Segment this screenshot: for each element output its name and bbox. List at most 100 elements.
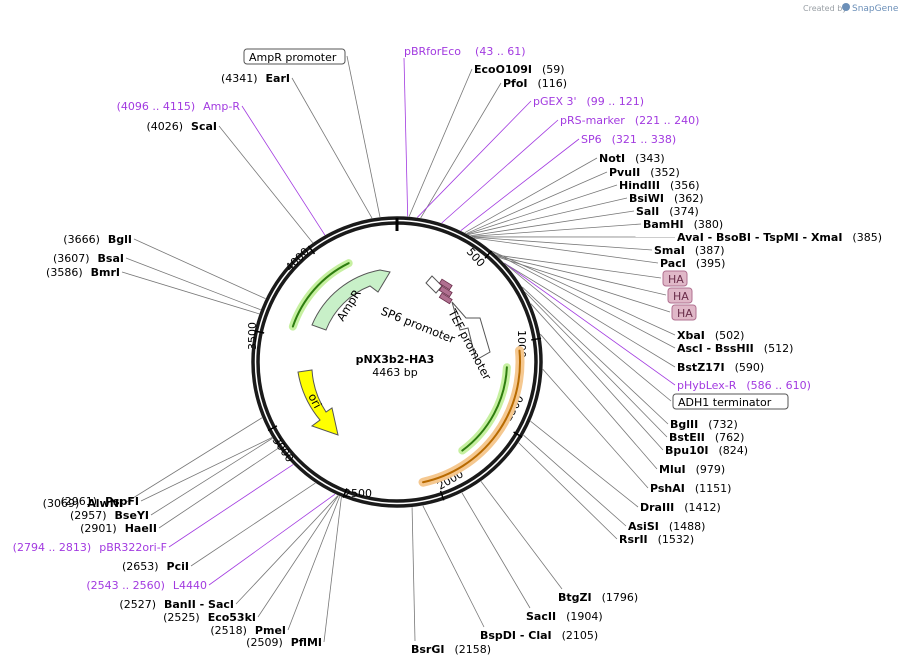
site-label[interactable]: ADH1 terminator	[672, 393, 789, 410]
site-label[interactable]: BtgZI(1796)	[558, 591, 638, 604]
site-label[interactable]: EcoO109I(59)	[474, 63, 565, 76]
site-labels: EcoO109I(59)PfoI(116) pGEX 3'(99 .. 121) p…	[13, 48, 882, 656]
site-label[interactable]: (2509)PflMI	[246, 636, 322, 649]
site-label[interactable]: BstEII(762)	[669, 431, 744, 444]
site-label[interactable]: AsiSI(1488)	[628, 520, 705, 533]
site-label[interactable]: (2961)PspFI	[61, 495, 139, 508]
leader-line	[523, 434, 627, 527]
site-label[interactable]: (2957)BseYI	[70, 509, 149, 522]
leader-line	[521, 286, 669, 425]
site-label[interactable]: PfoI(116)	[503, 77, 567, 90]
site-text: EcoO109I(59)	[474, 63, 565, 76]
site-label[interactable]: (3666)BglI	[63, 233, 132, 246]
site-label[interactable]: AmpR promoter	[243, 48, 346, 65]
leader-line	[323, 496, 342, 643]
feature-box	[662, 270, 688, 287]
site-label[interactable]: HA	[667, 287, 693, 304]
feature-ori[interactable]: ori	[297, 369, 339, 436]
tick-mark	[254, 330, 265, 334]
site-label[interactable]: (2527)BanII - SacI	[119, 598, 234, 611]
site-label[interactable]: (3069)AlwNI	[43, 497, 123, 510]
site-label[interactable]: (2518)PmeI	[210, 624, 286, 637]
arc-feature-green-line	[461, 366, 508, 452]
site-label[interactable]: (4341)EarI	[221, 72, 290, 85]
site-text: PfoI(116)	[503, 77, 567, 90]
site-label[interactable]: HindIII(356)	[619, 179, 700, 192]
site-text: (2794 .. 2813)pBR322ori-F	[13, 541, 167, 554]
site-label[interactable]: RsrII(1532)	[619, 533, 694, 546]
site-label[interactable]: MluI(979)	[659, 463, 725, 476]
site-label[interactable]: XbaI(502)	[677, 329, 744, 342]
site-text: HindIII(356)	[619, 179, 700, 192]
site-label[interactable]: Bpu10I(824)	[665, 444, 748, 457]
site-label[interactable]: (2901)HaeII	[80, 522, 157, 535]
site-label[interactable]: BamHI(380)	[643, 218, 723, 231]
site-label[interactable]: (4096 .. 4115)Amp-R	[117, 100, 241, 113]
site-text: BtgZI(1796)	[558, 591, 638, 604]
leader-line	[168, 464, 294, 548]
site-label[interactable]: SP6(321 .. 338)	[581, 133, 676, 146]
leader-line	[461, 492, 531, 609]
site-label[interactable]: SalI(374)	[636, 205, 699, 218]
site-label[interactable]: AscI - BssHII(512)	[677, 342, 793, 355]
leader-line	[493, 251, 676, 349]
leader-line	[158, 447, 280, 529]
site-label[interactable]: HA	[662, 270, 688, 287]
site-text: BsiWI(362)	[629, 192, 704, 205]
site-label[interactable]: (3586)BmrI	[46, 266, 120, 279]
site-label[interactable]: BsiWI(362)	[629, 192, 704, 205]
site-label[interactable]: (4026)ScaI	[146, 120, 217, 133]
site-label[interactable]: (3607)BsaI	[53, 252, 124, 265]
ha-tag-2	[438, 285, 453, 298]
site-label[interactable]: PvuII(352)	[609, 166, 680, 179]
site-label[interactable]: (2543 .. 2560)L4440	[86, 579, 207, 592]
site-label[interactable]: PacI(395)	[660, 257, 725, 270]
leader-line	[504, 262, 676, 386]
site-label[interactable]: BstZ17I(590)	[677, 361, 764, 374]
site-label[interactable]: pHybLex-R(586 .. 610)	[677, 379, 811, 392]
site-text: (3666)BglI	[63, 233, 132, 246]
leader-line	[460, 138, 580, 231]
site-text: pRS-marker(221 .. 240)	[560, 114, 699, 127]
site-label[interactable]: BsrGI(2158)	[411, 643, 491, 656]
site-label[interactable]: PshAI(1151)	[650, 482, 731, 495]
feature-box-label: HA	[677, 307, 693, 320]
site-label[interactable]: (2794 .. 2813)pBR322ori-F	[13, 541, 167, 554]
site-text: (4026)ScaI	[146, 120, 217, 133]
feature-box	[667, 287, 693, 304]
site-label[interactable]: NotI(343)	[599, 152, 665, 165]
site-label[interactable]: pGEX 3'(99 .. 121)	[533, 95, 644, 108]
site-label[interactable]: SmaI(387)	[654, 244, 725, 257]
leader-line	[150, 437, 273, 516]
leader-line	[468, 197, 628, 235]
leader-line	[496, 254, 662, 279]
feature-ha-tags[interactable]	[438, 278, 453, 305]
tick-mark	[513, 431, 523, 438]
leader-line	[420, 82, 502, 219]
site-text: (2527)BanII - SacI	[119, 598, 234, 611]
site-label[interactable]: pRS-marker(221 .. 240)	[560, 114, 699, 127]
leader-line	[472, 236, 653, 251]
feature-box-label: HA	[673, 290, 689, 303]
site-label[interactable]: BglII(732)	[670, 418, 738, 431]
site-label[interactable]: DraIII(1412)	[640, 501, 721, 514]
site-text: DraIII(1412)	[640, 501, 721, 514]
leader-line	[524, 291, 668, 438]
site-label[interactable]: SacII(1904)	[526, 610, 603, 623]
tick-mark	[484, 250, 493, 259]
feature-box-label: ADH1 terminator	[678, 396, 772, 409]
site-text: MluI(979)	[659, 463, 725, 476]
feature-box	[243, 48, 346, 65]
site-label[interactable]: (2525)Eco53kI	[163, 611, 256, 624]
site-label[interactable]: (2653)PciI	[122, 560, 189, 573]
feature-arcs	[288, 259, 525, 487]
site-label[interactable]: BspDI - ClaI(2105)	[480, 629, 598, 642]
leader-line	[480, 481, 563, 590]
site-label[interactable]: AvaI - BsoBI - TspMI - XmaI(385)	[677, 231, 882, 244]
site-text: BstEII(762)	[669, 431, 744, 444]
feature-box	[671, 304, 697, 321]
site-label[interactable]: HA	[671, 304, 697, 321]
credit-brand: SnapGene	[852, 4, 899, 14]
leader-line	[124, 417, 263, 504]
arc-feature-ampr-green-line	[291, 262, 350, 328]
